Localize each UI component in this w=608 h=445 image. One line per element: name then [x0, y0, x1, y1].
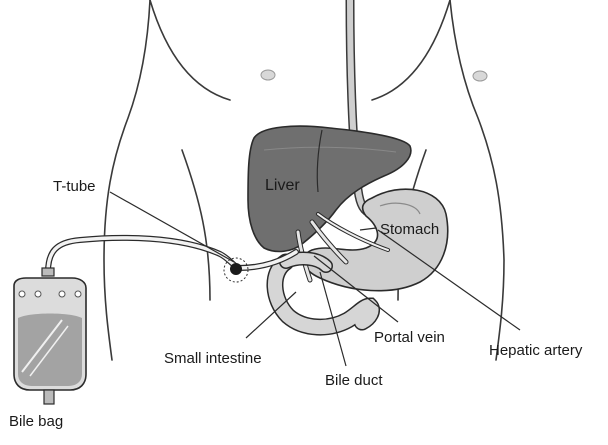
bile-bag-drawing — [14, 268, 86, 404]
liver-label: Liver — [265, 178, 300, 194]
bile-bag-label: Bile bag — [9, 414, 63, 429]
bile-duct-label: Bile duct — [325, 373, 383, 388]
t-tube-label: T-tube — [53, 179, 96, 194]
hepatic-artery-label: Hepatic artery — [489, 343, 582, 358]
stomach-label: Stomach — [380, 222, 439, 237]
small-intestine-label: Small intestine — [164, 351, 262, 366]
nipples — [261, 70, 487, 81]
portal-vein-label: Portal vein — [374, 330, 445, 345]
